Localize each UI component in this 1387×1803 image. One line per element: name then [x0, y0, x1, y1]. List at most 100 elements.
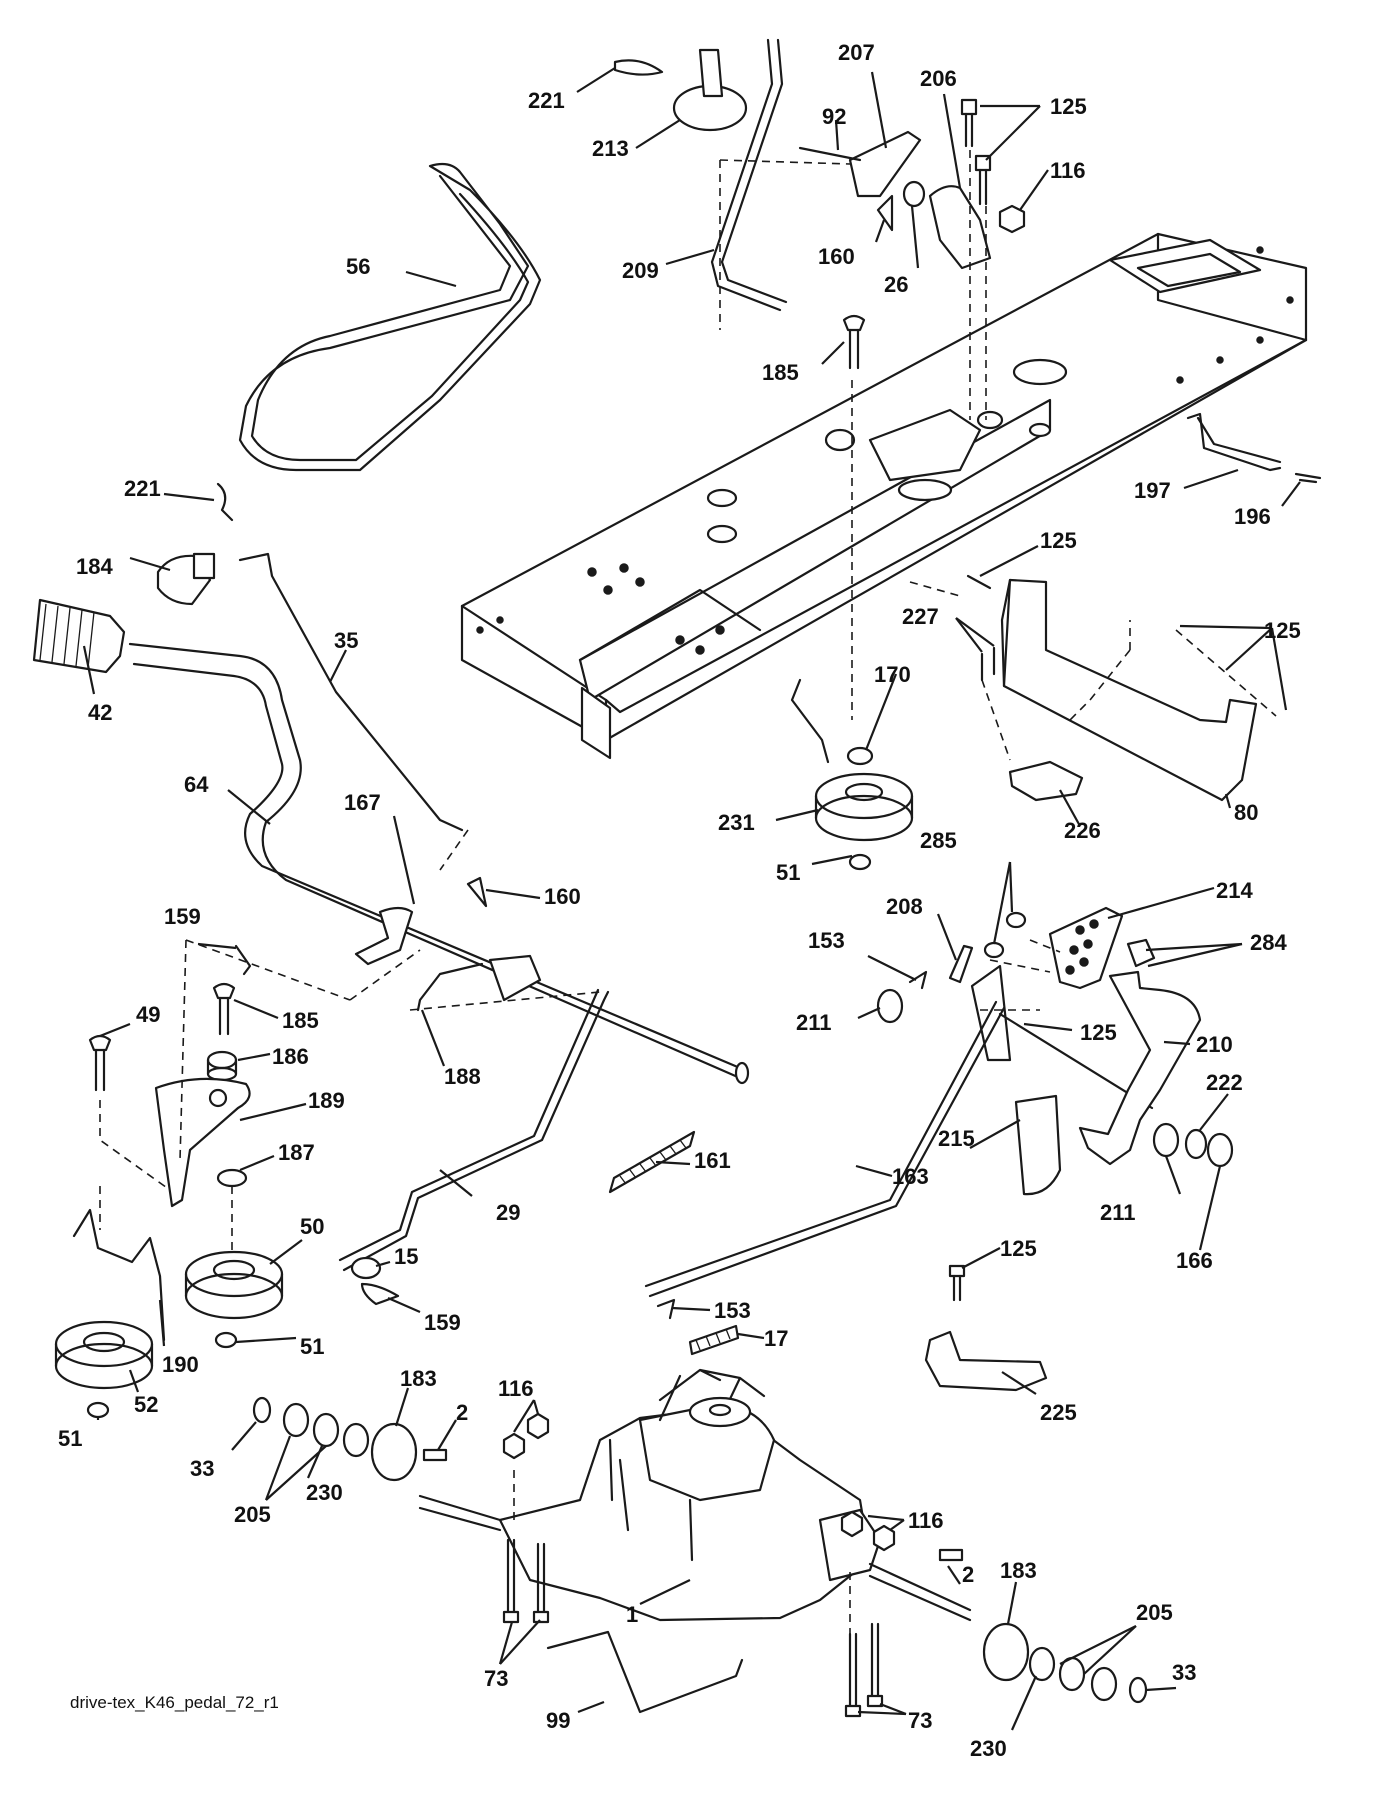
washer-222 [1184, 1128, 1208, 1160]
callout-209: 209 [622, 258, 659, 283]
rod-35 [238, 552, 464, 832]
callout-64: 64 [184, 772, 209, 797]
callout-230: 230 [970, 1736, 1007, 1761]
callout-205: 205 [1136, 1600, 1173, 1625]
lever-64 [128, 642, 750, 1085]
callout-99: 99 [546, 1708, 570, 1733]
bolt-49 [88, 1034, 112, 1092]
callout-159: 159 [164, 904, 201, 929]
bolt-185 [212, 982, 236, 1036]
bracket-at-lever [488, 954, 542, 1002]
callout-221: 221 [528, 88, 565, 113]
plate-206 [928, 185, 992, 270]
callout-49: 49 [136, 1002, 160, 1027]
callout-116: 116 [498, 1376, 534, 1401]
bracket-226 [1008, 760, 1084, 802]
callout-207: 207 [838, 40, 875, 65]
callout-56: 56 [346, 254, 370, 279]
bolt-125-right [966, 574, 992, 590]
callout-226: 226 [1064, 818, 1101, 843]
transaxle-1 [418, 1368, 972, 1622]
nut-51-lower [86, 1401, 110, 1419]
bushing-211 [876, 988, 904, 1024]
bolt-125-lower [948, 1264, 966, 1302]
callout-227: 227 [902, 604, 939, 629]
cotter-pin-221-top [613, 59, 664, 76]
callout-284: 284 [1250, 930, 1287, 955]
callout-73: 73 [484, 1666, 508, 1691]
callout-185: 185 [282, 1008, 319, 1033]
callout-183: 183 [400, 1366, 437, 1391]
callout-161: 161 [694, 1148, 731, 1173]
knob-213 [672, 48, 748, 132]
clip-160 [466, 876, 488, 908]
fasteners-285 [983, 911, 1027, 959]
diagram-caption: drive-tex_K46_pedal_72_r1 [70, 1693, 279, 1712]
callout-2: 2 [962, 1562, 974, 1587]
callout-1: 1 [626, 1602, 638, 1627]
bushing-186 [206, 1050, 238, 1082]
callout-185: 185 [762, 360, 799, 385]
callout-17: 17 [764, 1326, 788, 1351]
callout-125: 125 [1264, 618, 1301, 643]
bracket-225 [924, 1330, 1048, 1392]
rod-29 [338, 988, 610, 1272]
callout-225: 225 [1040, 1400, 1077, 1425]
callout-197: 197 [1134, 478, 1171, 503]
callout-125: 125 [1080, 1020, 1117, 1045]
spring-170 [790, 678, 830, 764]
callout-159: 159 [424, 1310, 461, 1335]
bolt-185-top [842, 314, 866, 370]
pedal-210 [1078, 970, 1202, 1166]
callout-116: 116 [1050, 158, 1086, 183]
clip-284 [1126, 938, 1156, 968]
spring-26 [902, 180, 926, 208]
washer-166 [1206, 1132, 1234, 1168]
clip-153 [908, 970, 928, 990]
callout-160: 160 [544, 884, 581, 909]
callout-167: 167 [344, 790, 381, 815]
axle-stack-left [252, 1396, 448, 1482]
nut-51 [214, 1331, 238, 1349]
nuts-116-left [502, 1412, 550, 1460]
rod-188 [416, 962, 484, 1012]
nut-116-top [998, 204, 1026, 234]
bracket-207 [798, 130, 922, 198]
callout-labels: 221 213 207 206 125 92 116 160 26 56 209… [58, 40, 1301, 1761]
callout-15: 15 [394, 1244, 418, 1269]
screws-227 [980, 646, 996, 682]
bracket-80 [1000, 578, 1258, 802]
callout-125: 125 [1040, 528, 1077, 553]
bushing-211-lower [1152, 1122, 1180, 1158]
pulley-52 [54, 1320, 154, 1390]
callout-42: 42 [88, 700, 112, 725]
bolts-73-right [844, 1622, 884, 1718]
clip-160-top [876, 194, 894, 232]
callout-26: 26 [884, 272, 908, 297]
callout-35: 35 [334, 628, 358, 653]
callout-125: 125 [1050, 94, 1087, 119]
washer-15 [350, 1256, 382, 1280]
callout-51: 51 [58, 1426, 82, 1451]
callout-285: 285 [920, 828, 957, 853]
pulley-231 [814, 772, 914, 842]
pulley-50 [184, 1250, 284, 1320]
callout-92: 92 [822, 104, 846, 129]
callout-214: 214 [1216, 878, 1253, 903]
callout-196: 196 [1234, 504, 1271, 529]
leader-lines [82, 67, 1301, 1731]
knob-184 [156, 552, 216, 606]
callout-170: 170 [874, 662, 911, 687]
callout-52: 52 [134, 1392, 158, 1417]
callout-153: 153 [714, 1298, 751, 1323]
callout-190: 190 [162, 1352, 199, 1377]
callout-153: 153 [808, 928, 845, 953]
callout-230: 230 [306, 1480, 343, 1505]
callout-29: 29 [496, 1200, 520, 1225]
pin-159 [234, 944, 252, 976]
bolt-125-top [960, 98, 992, 206]
callout-160: 160 [818, 244, 855, 269]
callout-189: 189 [308, 1088, 345, 1113]
axle-stack-right [938, 1548, 1148, 1704]
